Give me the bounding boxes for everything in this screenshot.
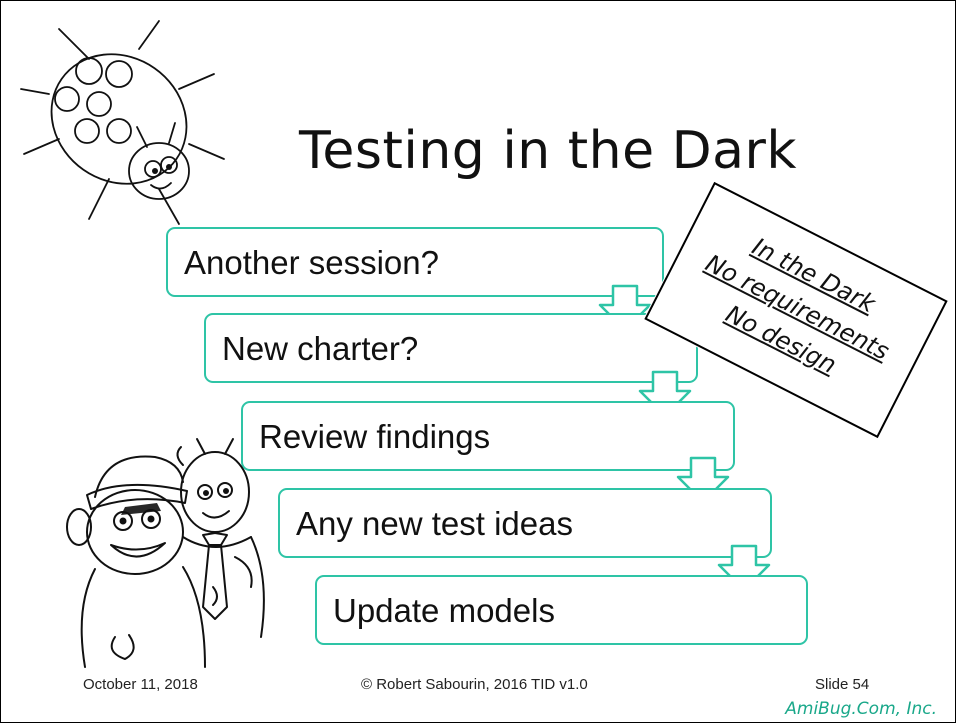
step-label: Any new test ideas (296, 505, 573, 542)
step-update-models: Update models (315, 575, 808, 645)
footer-copyright: © Robert Sabourin, 2016 TID v1.0 (361, 676, 588, 693)
step-label: Update models (333, 592, 555, 629)
step-review-findings: Review findings (241, 401, 735, 471)
ladybug-drawing (20, 20, 225, 225)
step-new-charter: New charter? (204, 313, 698, 383)
footer-slide-number: Slide 54 (815, 676, 870, 693)
testers-drawing (66, 438, 265, 668)
brand-label: AmiBug.Com, Inc. (785, 699, 937, 719)
step-another-session: Another session? (166, 227, 664, 297)
step-any-new-test-ideas: Any new test ideas (278, 488, 772, 558)
footer-date: October 11, 2018 (83, 676, 198, 693)
step-label: Review findings (259, 418, 491, 455)
step-label: New charter? (222, 330, 419, 367)
step-label: Another session? (184, 244, 439, 281)
slide-title: Testing in the Dark (299, 121, 798, 181)
